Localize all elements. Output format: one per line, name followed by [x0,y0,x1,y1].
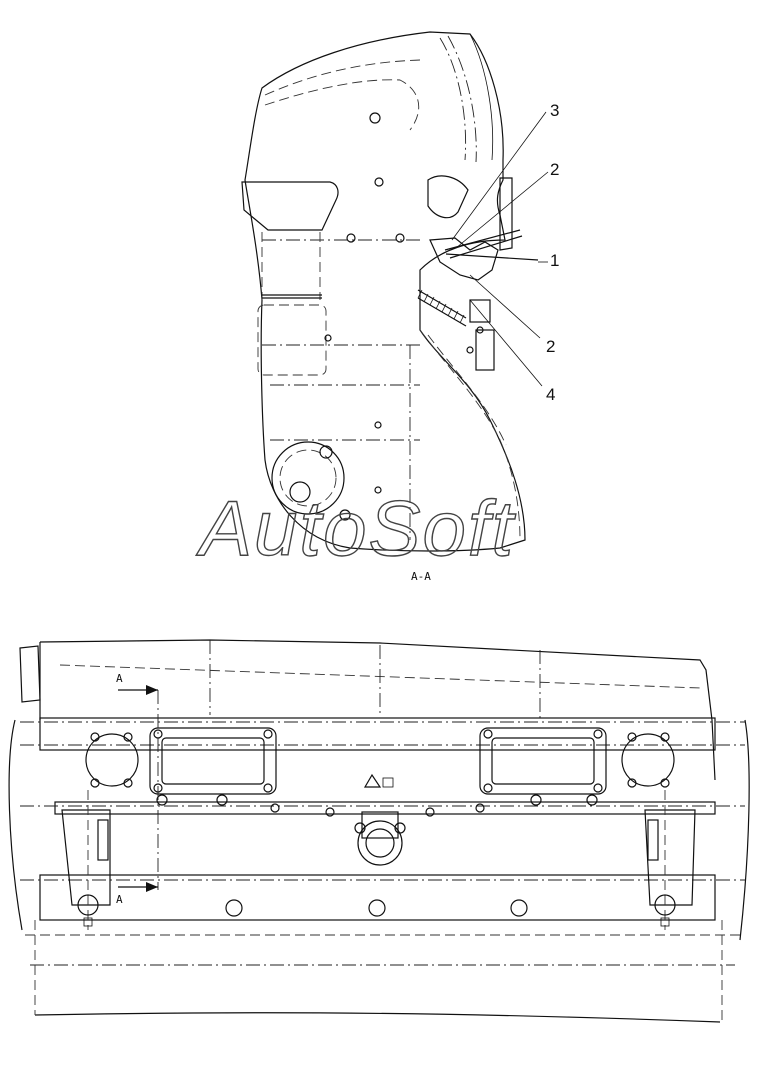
edge-line [469,33,494,161]
right-curve [739,719,750,941]
callout-2: 2 [546,337,555,356]
hole [374,421,382,429]
callout-1: 1 [550,251,559,270]
spring [417,289,467,327]
centerline [439,37,467,161]
centerline [209,640,541,720]
hole [225,899,243,917]
hidden-line [264,79,420,131]
latch-mechanism [429,177,539,371]
left-bracket [19,645,41,703]
hole [395,233,405,243]
hidden-line [34,920,723,1022]
centerline [447,35,477,163]
window-cutout [241,181,339,231]
bumper-bottom [34,1012,721,1023]
bottom-flange [271,441,351,521]
side-cutout [427,175,469,219]
hole [368,899,386,917]
right-port [621,733,675,787]
left-plate [149,727,277,795]
hidden-line [264,59,421,96]
section-caption: A-A [411,570,431,583]
roof-outline [39,639,716,781]
watermark: AutoSoft [196,484,517,572]
lower-beam [39,874,716,921]
section-view-a-a: 3 2 1 2 4 A-A [241,31,559,583]
hole [324,334,332,342]
hole [346,233,356,243]
bolt-row [156,794,598,817]
hole [369,112,381,124]
callout-3: 3 [550,101,559,120]
right-side-bracket [644,790,696,930]
left-curve [8,719,23,931]
left-side-bracket [61,790,111,930]
tow-hook [354,773,406,866]
right-plate [479,727,607,795]
hole [510,899,528,917]
section-marker-label: A [116,672,123,685]
section-marker: A A [116,672,159,906]
hole [374,486,382,494]
hidden-line [427,334,507,446]
leader-lines [451,111,549,387]
hidden-line [419,329,521,541]
callout-2: 2 [550,160,559,179]
front-view: A A [8,639,750,1023]
middle-bar [54,801,716,815]
hidden-line [261,232,321,300]
housing-outline [244,31,526,552]
section-marker-label: A [116,893,123,906]
hole [374,177,384,187]
upper-beam [39,717,716,751]
callout-4: 4 [546,385,555,404]
hidden-rect [257,304,327,376]
left-port [85,733,139,787]
